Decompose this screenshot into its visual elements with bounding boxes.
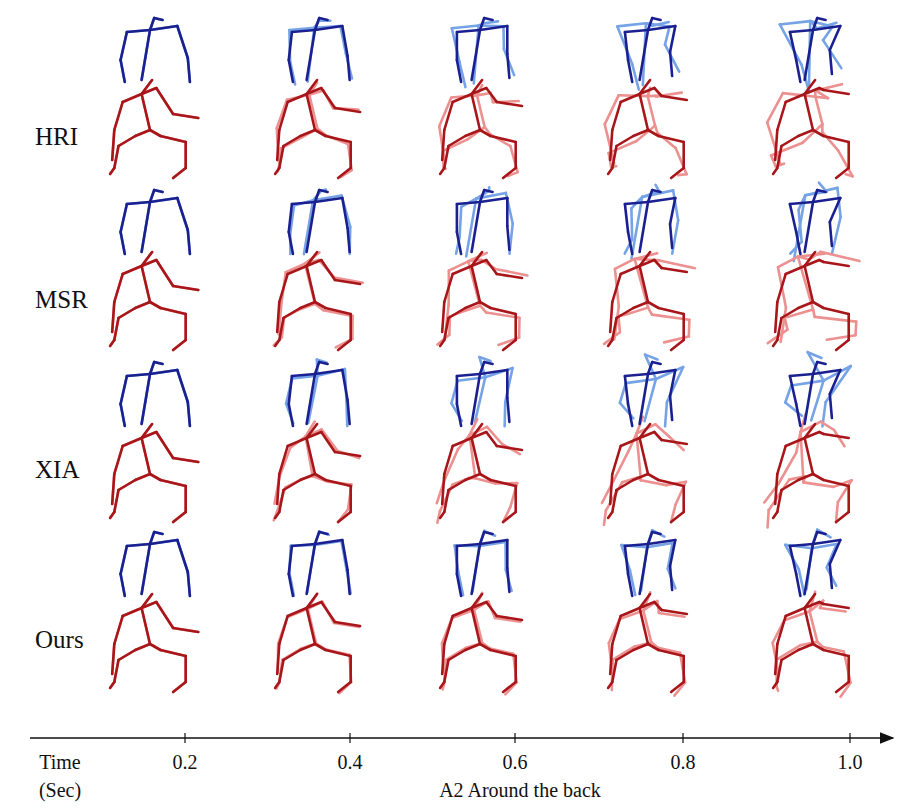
skeleton xyxy=(604,253,695,344)
skeleton xyxy=(625,532,675,596)
skeleton xyxy=(790,532,840,596)
skeleton xyxy=(785,530,836,595)
skeleton xyxy=(608,80,687,178)
skeleton xyxy=(457,18,510,82)
skeleton xyxy=(764,414,851,527)
skeleton xyxy=(451,357,512,426)
skeleton xyxy=(608,424,687,522)
skeleton xyxy=(790,18,840,82)
skeleton xyxy=(625,185,678,259)
skeleton xyxy=(274,252,363,347)
skeleton xyxy=(625,18,675,82)
skeleton xyxy=(608,594,687,692)
skeleton xyxy=(790,190,840,254)
method-label: MSR xyxy=(35,286,88,314)
skeleton xyxy=(442,593,520,695)
skeleton xyxy=(773,80,849,178)
skeleton xyxy=(290,190,350,255)
skeleton xyxy=(790,362,840,426)
skeleton xyxy=(289,532,350,596)
skeleton xyxy=(790,183,840,261)
skeleton xyxy=(440,80,522,178)
skeleton xyxy=(773,424,849,522)
skeleton xyxy=(110,424,198,522)
skeleton xyxy=(289,531,350,595)
skeleton xyxy=(456,187,513,256)
skeleton xyxy=(110,252,198,350)
axis-label: 0.4 xyxy=(338,751,363,774)
skeleton xyxy=(121,18,190,82)
skeleton xyxy=(289,362,350,426)
skeleton xyxy=(274,422,359,523)
skeleton xyxy=(289,18,350,82)
skeleton xyxy=(768,252,860,343)
skeleton xyxy=(440,252,522,350)
skeleton xyxy=(440,424,522,522)
axis-label: 1.0 xyxy=(838,751,863,774)
axis-ticks xyxy=(185,733,850,743)
skeleton xyxy=(439,85,518,176)
skeleton xyxy=(110,252,198,350)
skeleton xyxy=(605,88,687,175)
axis-label: 0.6 xyxy=(503,751,528,774)
skeleton xyxy=(437,253,527,345)
time-axis xyxy=(30,737,893,739)
skeleton xyxy=(110,594,198,692)
skeleton xyxy=(110,80,198,178)
skeleton xyxy=(275,80,360,178)
axis-label: A2 Around the back xyxy=(439,779,601,802)
skeleton xyxy=(275,594,360,692)
skeleton xyxy=(767,84,852,176)
skeleton xyxy=(277,83,359,177)
skeleton xyxy=(110,80,198,178)
skeleton xyxy=(455,531,512,595)
skeleton xyxy=(110,594,198,692)
skeleton xyxy=(110,424,198,522)
skeleton xyxy=(437,419,520,523)
skeleton xyxy=(121,18,190,82)
skeleton xyxy=(440,594,522,692)
skeleton xyxy=(457,362,510,426)
skeleton xyxy=(773,592,851,697)
axis-label: Time xyxy=(39,751,81,774)
skeleton xyxy=(286,360,347,427)
skeleton xyxy=(625,362,675,426)
skeleton xyxy=(289,190,350,254)
skeleton xyxy=(276,593,359,693)
skeleton xyxy=(457,532,510,596)
axis-label: (Sec) xyxy=(39,779,81,802)
skeleton xyxy=(620,355,683,427)
skeleton xyxy=(289,21,352,85)
axis-label: 0.8 xyxy=(671,751,696,774)
skeleton xyxy=(121,190,190,254)
method-label: XIA xyxy=(35,456,79,484)
skeleton xyxy=(275,252,360,350)
skeleton xyxy=(452,21,514,87)
skeleton xyxy=(602,417,686,525)
skeleton xyxy=(617,22,679,90)
method-label: Ours xyxy=(35,626,84,654)
skeleton xyxy=(121,362,190,426)
skeleton xyxy=(609,592,685,695)
axis-label: 0.2 xyxy=(173,751,198,774)
method-label: HRI xyxy=(35,123,78,151)
skeleton xyxy=(121,532,190,596)
skeleton xyxy=(773,594,849,692)
skeleton xyxy=(625,190,675,254)
skeleton xyxy=(121,532,190,596)
skeleton xyxy=(785,352,851,426)
skeleton xyxy=(608,252,687,350)
skeleton xyxy=(773,252,849,350)
skeleton xyxy=(457,190,510,254)
skeleton xyxy=(275,424,360,522)
skeleton xyxy=(121,362,190,426)
skeleton xyxy=(121,190,190,254)
skeleton-grid xyxy=(110,18,859,697)
skeleton xyxy=(780,21,841,92)
